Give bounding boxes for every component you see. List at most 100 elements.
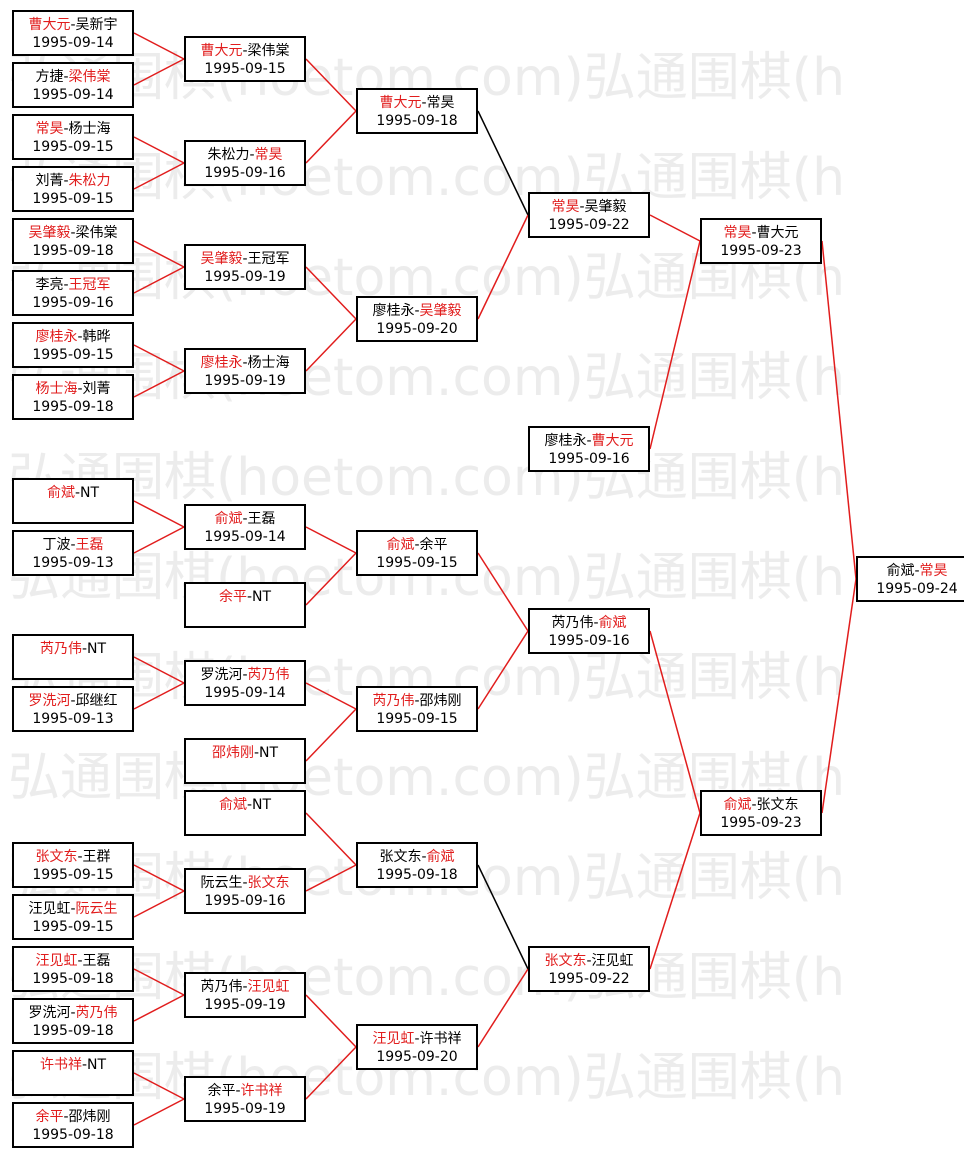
separator: -: [246, 797, 253, 813]
player-name: 邵炜刚: [419, 693, 462, 709]
player-name: 廖桂永: [35, 329, 78, 345]
bracket-line: [305, 812, 357, 866]
match-players: 阮云生-张文东: [186, 874, 304, 892]
player-name: 俞斌: [218, 797, 247, 813]
bracket-line: [477, 110, 529, 216]
player-name: 廖桂永: [544, 433, 587, 449]
match-players: 罗洗河-邱继红: [14, 692, 132, 710]
match-players: 许书祥-NT: [14, 1056, 132, 1074]
bracket-line: [477, 214, 529, 320]
player-name: 汪见虹: [247, 979, 290, 995]
match-players: 廖桂永-杨士海: [186, 354, 304, 372]
player-name: 芮乃伟: [39, 641, 82, 657]
bracket-line: [477, 552, 529, 632]
match-date: 1995-09-24: [876, 581, 958, 597]
match-date: 1995-09-15: [376, 711, 458, 727]
match-box: 余平-NT: [184, 582, 306, 628]
separator: -: [242, 43, 248, 59]
separator: -: [421, 95, 427, 111]
separator: -: [421, 849, 427, 865]
player-name: 邱继红: [75, 693, 118, 709]
bracket-line: [133, 656, 185, 684]
separator: -: [77, 953, 83, 969]
player-name: 邵炜刚: [68, 1109, 111, 1125]
player-name: 许书祥: [419, 1031, 462, 1047]
match-players: 丁波-王磊: [14, 536, 132, 554]
player-name: 俞斌: [723, 797, 752, 813]
match-date: 1995-09-19: [204, 373, 286, 389]
separator: -: [242, 979, 248, 995]
match-players: 常昊-杨士海: [14, 120, 132, 138]
player-name: 曹大元: [591, 433, 634, 449]
separator: -: [914, 563, 920, 579]
player-name: 曹大元: [28, 17, 71, 33]
bracket-line: [305, 552, 357, 606]
bracket-line: [133, 136, 185, 164]
match-date: 1995-09-19: [204, 269, 286, 285]
player-name: 丁波: [42, 537, 71, 553]
bracket-line: [305, 1046, 357, 1100]
separator: -: [414, 303, 420, 319]
bracket-line: [649, 240, 701, 450]
bracket-line: [305, 708, 357, 762]
separator: -: [81, 641, 88, 657]
bracket-line: [133, 968, 185, 996]
bracket-line: [477, 864, 529, 970]
player-name: 韩晔: [82, 329, 111, 345]
player-name: NT: [252, 589, 272, 605]
match-date: 1995-09-15: [376, 555, 458, 571]
bracket-line: [305, 318, 357, 372]
match-date: 1995-09-14: [32, 87, 114, 103]
match-players: 芮乃伟-汪见虹: [186, 978, 304, 996]
bracket-line: [133, 344, 185, 372]
player-name: 张文东: [35, 849, 78, 865]
player-name: 芮乃伟: [551, 615, 594, 631]
separator: -: [63, 1109, 69, 1125]
player-name: 许书祥: [39, 1057, 82, 1073]
bracket-line: [649, 812, 701, 970]
match-players: 俞斌-NT: [14, 484, 132, 502]
match-players: 俞斌-王磊: [186, 510, 304, 528]
match-players: 廖桂永-吴肇毅: [358, 302, 476, 320]
match-players: 余平-许书祥: [186, 1082, 304, 1100]
match-players: 刘菁-朱松力: [14, 172, 132, 190]
player-name: 方捷: [35, 69, 64, 85]
player-name: 罗洗河: [200, 667, 243, 683]
match-players: 罗洗河-芮乃伟: [14, 1004, 132, 1022]
player-name: 罗洗河: [28, 693, 71, 709]
match-date: 1995-09-15: [32, 347, 114, 363]
player-name: 俞斌: [886, 563, 915, 579]
separator: -: [70, 537, 76, 553]
player-name: 王磊: [75, 537, 104, 553]
separator: -: [74, 485, 81, 501]
player-name: 汪见虹: [591, 953, 634, 969]
player-name: 常昊: [919, 563, 948, 579]
player-name: 邵炜刚: [211, 745, 254, 761]
match-players: 俞斌-常昊: [858, 562, 964, 580]
separator: -: [242, 251, 248, 267]
match-date: 1995-09-19: [204, 1101, 286, 1117]
player-name: 芮乃伟: [372, 693, 415, 709]
separator: -: [235, 1083, 241, 1099]
player-name: 王磊: [82, 953, 111, 969]
separator: -: [63, 69, 69, 85]
match-players: 朱松力-常昊: [186, 146, 304, 164]
player-name: NT: [87, 1057, 107, 1073]
match-players: 李亮-王冠军: [14, 276, 132, 294]
bracket-line: [821, 240, 857, 580]
player-name: 俞斌: [426, 849, 455, 865]
match-players: 俞斌-余平: [358, 536, 476, 554]
player-name: 曹大元: [379, 95, 422, 111]
match-players: 邵炜刚-NT: [186, 744, 304, 762]
bracket-line: [133, 526, 185, 554]
